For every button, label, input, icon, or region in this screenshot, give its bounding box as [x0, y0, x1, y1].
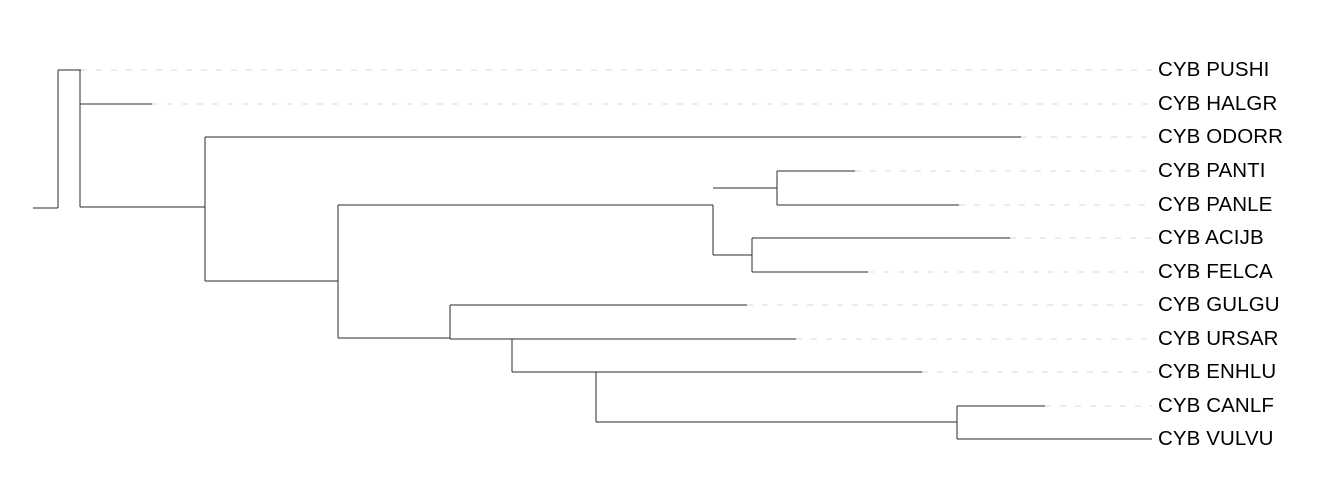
- tip-label-pushi[interactable]: CYB PUSHI: [1158, 57, 1270, 81]
- guide-lines-group: [81, 69, 1152, 407]
- tip-label-halgr[interactable]: CYB HALGR: [1158, 91, 1278, 115]
- tip-label-canlf[interactable]: CYB CANLF: [1158, 393, 1274, 417]
- tip-label-enhlu[interactable]: CYB ENHLU: [1158, 359, 1277, 383]
- tip-label-gulgu[interactable]: CYB GULGU: [1158, 292, 1280, 316]
- tip-label-felca[interactable]: CYB FELCA: [1158, 259, 1273, 283]
- tip-label-panti[interactable]: CYB PANTI: [1158, 158, 1266, 182]
- tip-label-acijb[interactable]: CYB ACIJB: [1158, 225, 1264, 249]
- tip-label-panle[interactable]: CYB PANLE: [1158, 192, 1273, 216]
- branch-lines-group: [58, 69, 1152, 440]
- internal-node-lines-group: [33, 69, 958, 439]
- tip-label-ursar[interactable]: CYB URSAR: [1158, 326, 1279, 350]
- tip-label-vulvu[interactable]: CYB VULVU: [1158, 426, 1274, 450]
- tip-label-odorr[interactable]: CYB ODORR: [1158, 124, 1284, 148]
